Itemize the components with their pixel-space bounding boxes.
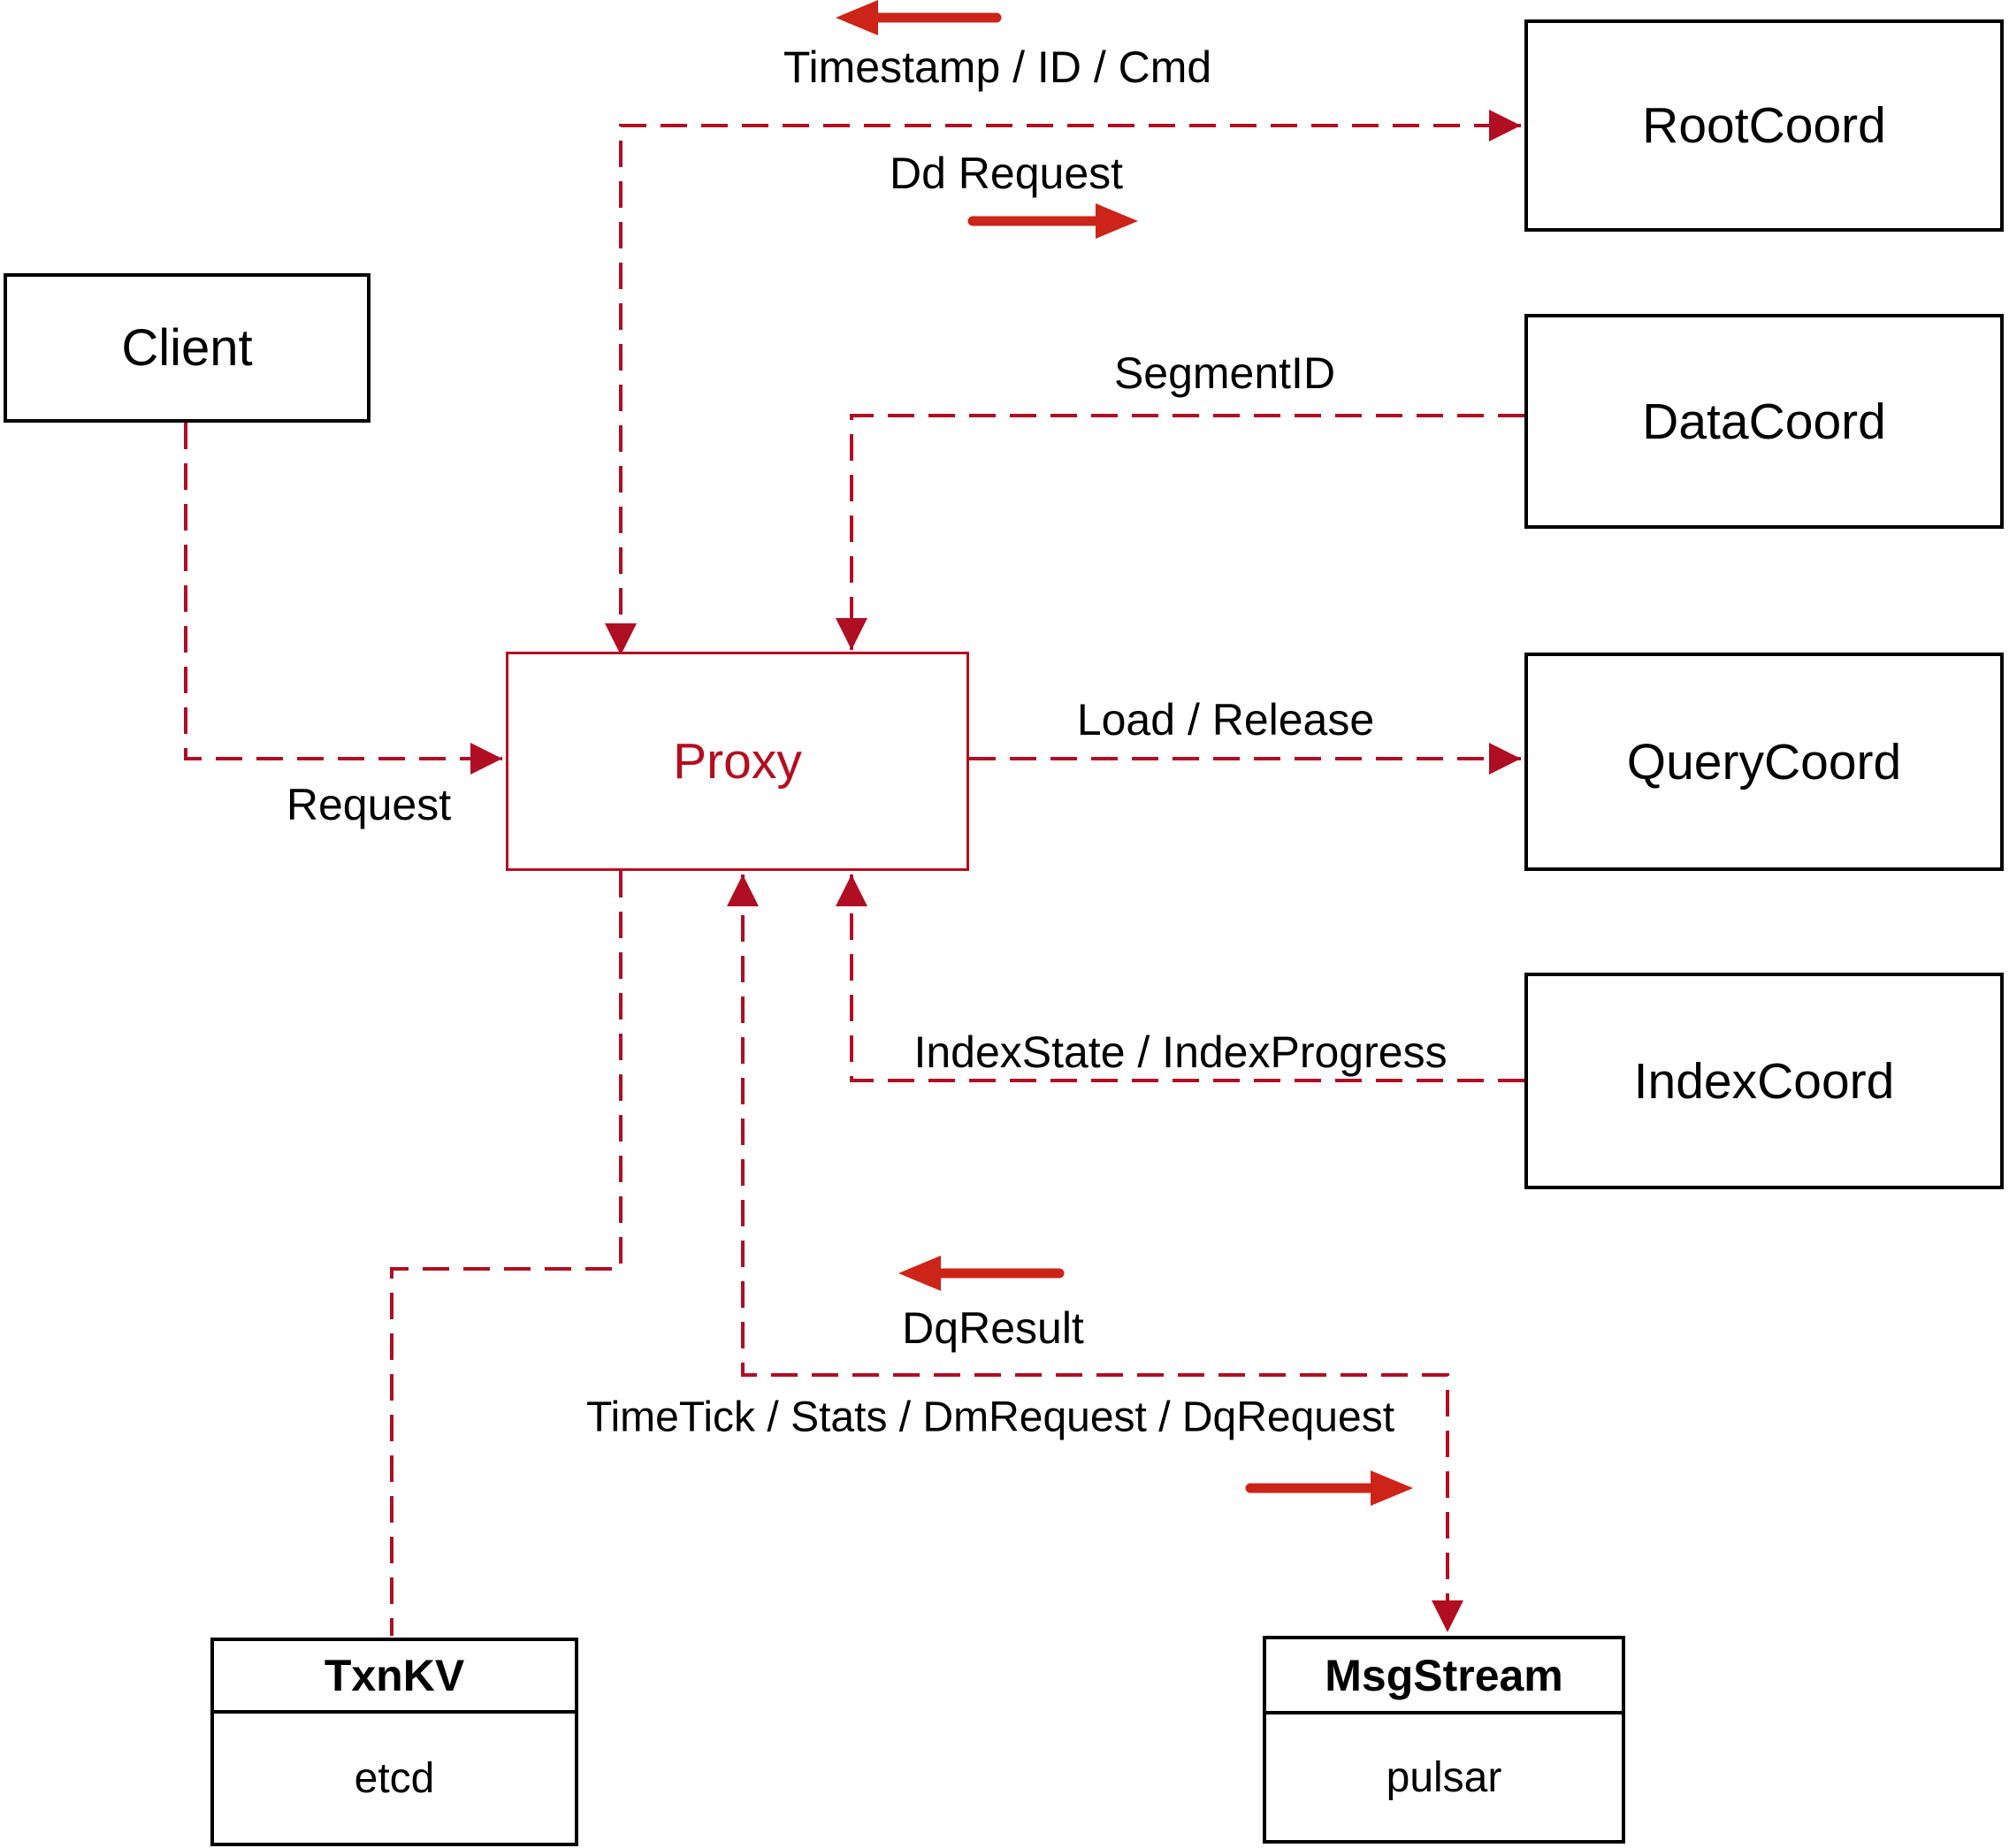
node-indexcoord: IndexCoord [1524,973,2004,1189]
direction-arrow-timetick-right [1245,1470,1413,1506]
edge-datacoord-to-proxy [836,414,1524,650]
node-datacoord-label: DataCoord [1642,393,1886,450]
edge-proxy-rootcoord [605,110,1521,655]
node-txnkv-subtitle: etcd [354,1754,435,1802]
node-txnkv-title: TxnKV [214,1641,575,1714]
edge-label-segment-id: SegmentID [1113,348,1336,398]
node-txnkv: TxnKV etcd [210,1638,578,1846]
edge-label-index-state-progress: IndexState / IndexProgress [913,1027,1448,1077]
node-rootcoord: RootCoord [1524,19,2004,232]
node-msgstream: MsgStream pulsar [1263,1636,1625,1844]
node-querycoord-label: QueryCoord [1626,733,1902,790]
edge-label-load-release: Load / Release [1076,695,1375,745]
edge-proxy-txnkv [390,871,623,1636]
node-indexcoord-label: IndexCoord [1633,1052,1895,1110]
node-datacoord: DataCoord [1524,314,2004,529]
edge-label-dq-result: DqResult [902,1303,1084,1353]
edge-client-to-proxy [184,423,502,775]
node-rootcoord-label: RootCoord [1642,97,1886,154]
node-msgstream-subtitle: pulsar [1386,1753,1502,1801]
edge-label-timestamp-id-cmd: Timestamp / ID / Cmd [783,42,1212,92]
node-proxy: Proxy [506,652,969,871]
node-msgstream-title: MsgStream [1266,1639,1622,1714]
node-client: Client [4,273,370,423]
edge-label-request: Request [286,780,452,829]
edge-proxy-msgstream [727,874,1463,1632]
edge-label-dd-request: Dd Request [889,149,1124,198]
edge-label-timetick-stats: TimeTick / Stats / DmRequest / DqRequest [585,1394,1395,1441]
node-client-label: Client [121,319,253,377]
node-querycoord: QueryCoord [1524,653,2004,871]
direction-arrow-dqresult-left [898,1256,1065,1291]
node-proxy-label: Proxy [673,733,802,790]
direction-arrow-timestamp-left [836,0,1002,35]
direction-arrow-dd-request-right [967,203,1138,239]
